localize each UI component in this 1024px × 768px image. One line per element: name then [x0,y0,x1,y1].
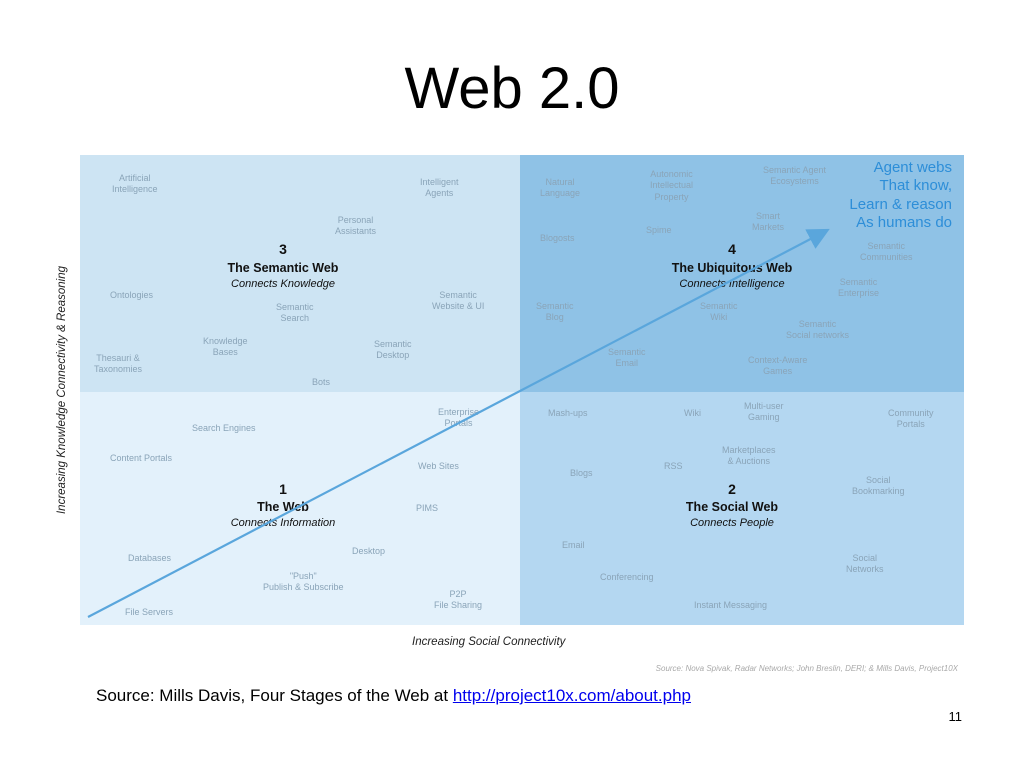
quadrant-2-number: 2 [728,481,736,497]
quadrant-2-name: The Social Web [685,500,779,514]
image-credit: Source: Nova Spivak, Radar Networks; Joh… [655,664,958,673]
item-mash-ups: Mash-ups [548,408,588,418]
agent-webs-caption: Agent webs That know, Learn & reason As … [849,159,952,232]
quadrant-1-number: 1 [279,481,287,497]
agent-text-line-2: That know, [879,177,952,195]
quadrant-3-subtitle: Connects Knowledge [231,278,335,290]
source-link[interactable]: http://project10x.com/about.php [452,686,691,705]
quadrant-the-web [80,392,520,625]
x-axis-label: Increasing Social Connectivity [412,636,566,648]
item-spime: Spime [646,225,672,235]
agent-text-line-3: Learn & reason [849,195,952,213]
item-content-portals: Content Portals [110,453,173,463]
item-search-engines: Search Engines [192,423,256,433]
item-pims: PIMS [416,503,439,513]
arrow-line [87,228,830,618]
quadrant-4-subtitle: Connects Intelligence [679,278,785,290]
item-email: Email [562,540,585,550]
item-blogs: Blogs [570,468,593,478]
agent-text-line-4: As humans do [856,213,952,231]
item-marketplaces-auctions: Marketplaces& Auctions [722,445,776,467]
quadrant-3-number: 3 [279,241,287,257]
item-rss: RSS [664,461,683,471]
item-databases: Databases [128,553,172,563]
item-ontologies: Ontologies [110,290,154,300]
item-conferencing: Conferencing [600,572,654,582]
quadrant-4-number: 4 [728,241,736,257]
slide-title: Web 2.0 [404,56,620,121]
y-axis-label: Increasing Knowledge Connectivity & Reas… [56,265,68,515]
source-citation: Source: Mills Davis, Four Stages of the … [96,686,691,706]
quadrant-3-name: The Semantic Web [227,261,339,275]
item-instant-messaging: Instant Messaging [694,600,768,610]
item-blogosts: Blogosts [540,233,575,243]
item-thesauri-taxonomies: Thesauri &Taxonomies [94,353,143,375]
item-bots: Bots [312,377,331,387]
item-push-publish-subscribe: "Push"Publish & Subscribe [263,571,344,593]
quadrant-social-web [520,392,964,625]
item-desktop: Desktop [352,546,386,556]
progress-arrow [87,228,830,618]
item-wiki: Wiki [684,408,701,418]
quadrant-semantic-web [80,155,520,392]
item-web-sites: Web Sites [418,461,459,471]
agent-text-line-1: Agent webs [873,159,952,176]
quadrant-2-subtitle: Connects People [690,517,774,529]
quadrant-1-subtitle: Connects Information [230,517,336,529]
quadrant-1-name: The Web [257,500,309,514]
page-number: 11 [948,709,963,724]
item-file-servers: File Servers [125,607,174,617]
source-text: Source: Mills Davis, Four Stages of the … [96,686,453,705]
